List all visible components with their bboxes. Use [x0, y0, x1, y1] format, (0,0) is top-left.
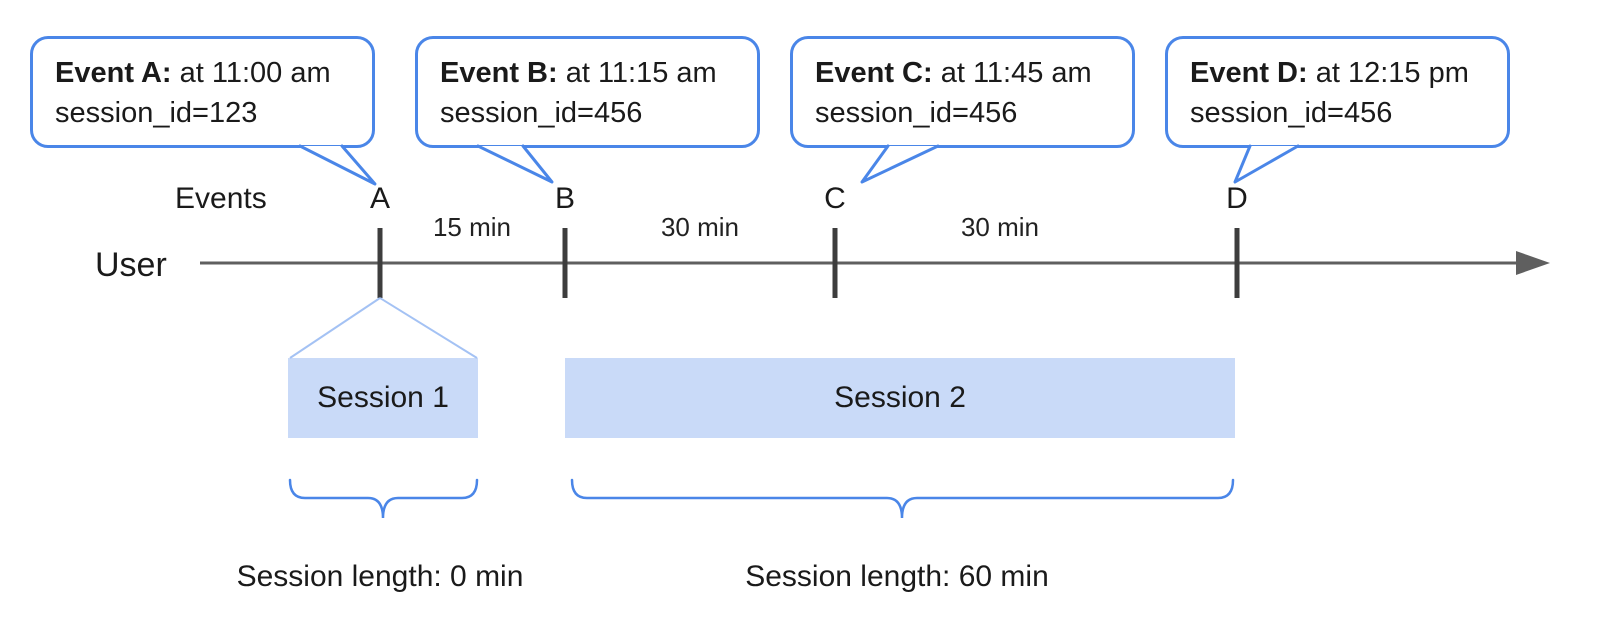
event-a-title: Event A:: [55, 57, 172, 89]
event-d-line1: Event D: at 12:15 pm: [1190, 53, 1485, 93]
session-2-box: Session 2: [565, 358, 1235, 438]
session-2-length-label: Session length: 60 min: [745, 560, 1049, 593]
event-a-time: at 11:00 am: [179, 57, 331, 89]
timeline-arrowhead: [1516, 251, 1550, 275]
event-d-bubble: Event D: at 12:15 pm session_id=456: [1165, 36, 1510, 148]
session-2-label: Session 2: [834, 381, 966, 414]
interval-c-d: 30 min: [960, 212, 1040, 242]
event-b-time: at 11:15 am: [565, 57, 717, 89]
event-c-time: at 11:45 am: [940, 57, 1092, 89]
session-1-length-label: Session length: 0 min: [236, 560, 524, 593]
event-d-bubble-tail: [1233, 144, 1300, 184]
interval-a-b: 15 min: [432, 212, 512, 242]
event-marker-d: D: [1226, 182, 1248, 215]
event-c-bubble: Event C: at 11:45 am session_id=456: [790, 36, 1135, 148]
event-c-title: Event C:: [815, 57, 933, 89]
events-row-label: Events: [175, 182, 267, 215]
event-a-bubble: Event A: at 11:00 am session_id=123: [30, 36, 375, 148]
session-2-brace: [570, 478, 1235, 519]
event-b-line1: Event B: at 11:15 am: [440, 53, 735, 93]
session-1-box: Session 1: [288, 358, 478, 438]
event-c-line1: Event C: at 11:45 am: [815, 53, 1110, 93]
event-marker-c: C: [824, 182, 846, 215]
event-a-bubble-tail: [298, 144, 377, 186]
event-b-bubble: Event B: at 11:15 am session_id=456: [415, 36, 760, 148]
event-a-line1: Event A: at 11:00 am: [55, 53, 350, 93]
event-c-session-id: session_id=456: [815, 97, 1018, 129]
event-d-session-id: session_id=456: [1190, 97, 1393, 129]
event-d-time: at 12:15 pm: [1315, 57, 1469, 89]
session-1-label: Session 1: [317, 381, 449, 414]
session-1-brace: [288, 478, 479, 519]
interval-b-c: 30 min: [660, 212, 740, 242]
user-row-label: User: [95, 246, 167, 284]
event-marker-a: A: [369, 182, 391, 215]
event-c-bubble-tail: [860, 144, 940, 184]
event-b-session-id: session_id=456: [440, 97, 643, 129]
session-1-funnel-left-line: [289, 297, 381, 359]
event-d-title: Event D:: [1190, 57, 1308, 89]
event-a-session-id: session_id=123: [55, 97, 258, 129]
event-marker-b: B: [554, 182, 576, 215]
event-b-bubble-tail: [476, 144, 554, 184]
event-b-title: Event B:: [440, 57, 558, 89]
session-1-funnel-right-line: [379, 297, 478, 359]
